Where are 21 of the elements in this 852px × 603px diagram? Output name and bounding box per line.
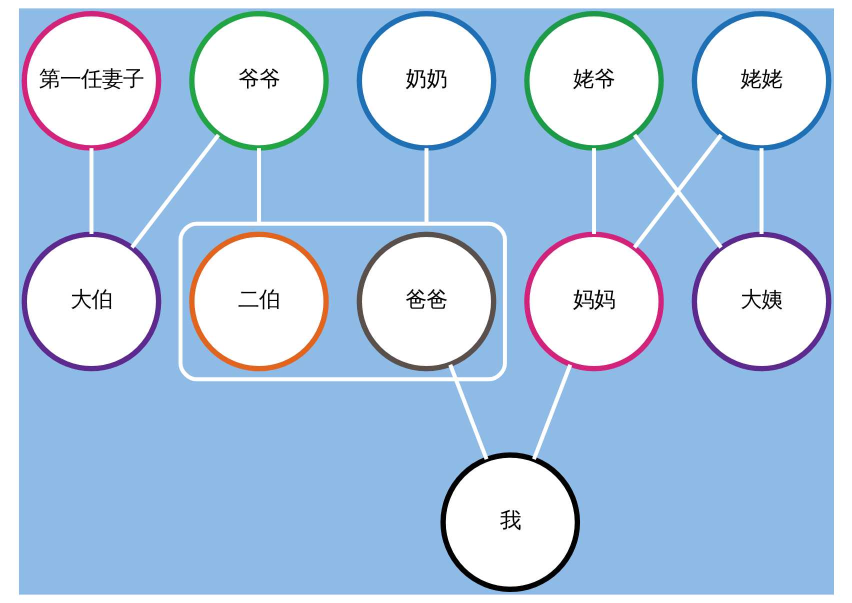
connector: [532, 364, 572, 460]
connector: [759, 148, 764, 234]
node-circle: 姥爷: [524, 11, 664, 151]
node-circle: 第一任妻子: [21, 11, 161, 151]
connector: [130, 134, 220, 249]
connector: [448, 364, 488, 460]
connector: [592, 148, 596, 234]
cluster: [178, 222, 506, 382]
node-circle: 我: [440, 452, 580, 592]
connector: [88, 148, 93, 234]
node-circle: 奶奶: [356, 11, 496, 151]
connector: [424, 148, 428, 224]
connector: [632, 134, 722, 249]
node-circle: 爷爷: [188, 11, 328, 151]
node-circle: 姥姥: [691, 11, 831, 151]
node-circle: 妈妈: [524, 232, 664, 372]
node-circle: 二伯: [188, 232, 328, 372]
connector: [256, 148, 260, 224]
node-circle: 大伯: [21, 232, 161, 372]
node-circle: 大姨: [691, 232, 831, 372]
node-circle: 爸爸: [356, 232, 496, 372]
